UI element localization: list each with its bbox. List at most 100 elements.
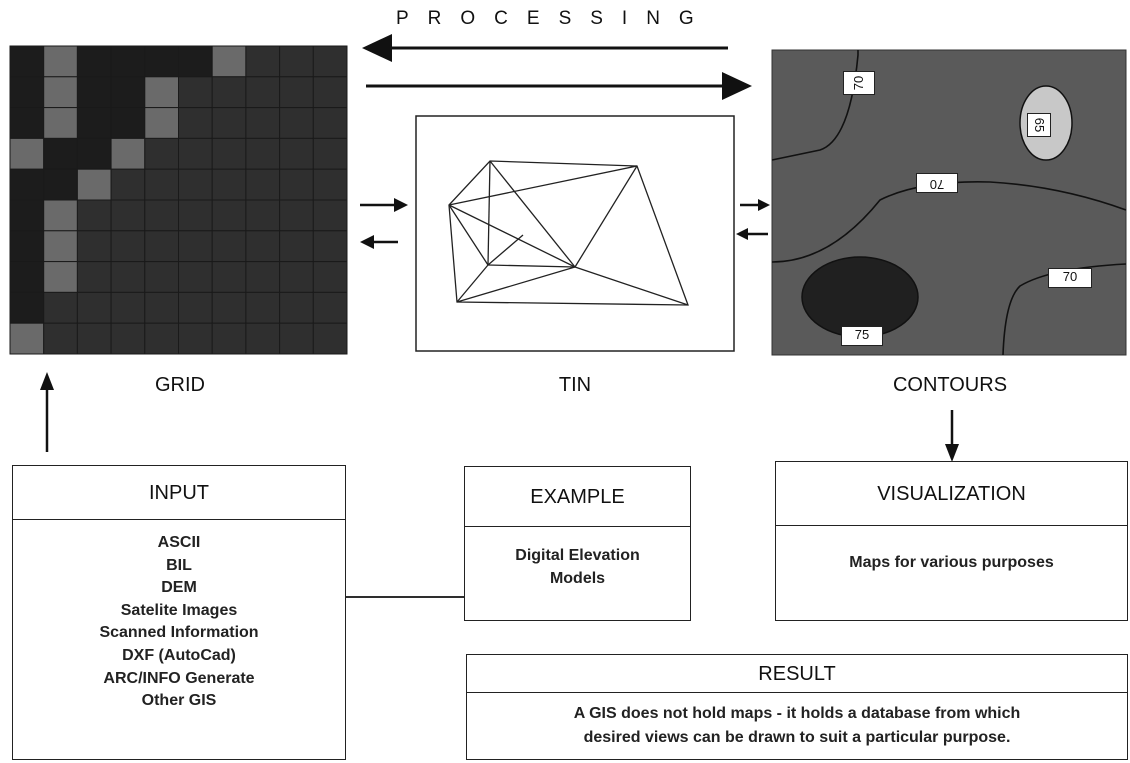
grid-cell [110, 322, 146, 355]
result-box: RESULT A GIS does not hold maps - it hol… [466, 654, 1128, 760]
grid-cell [211, 291, 247, 324]
grid-cell [178, 45, 213, 78]
grid-cell [245, 230, 281, 263]
example-text: Digital Elevation Models [465, 527, 690, 590]
grid-cell [43, 230, 78, 263]
tin-label: TIN [558, 374, 592, 396]
grid-cell [43, 76, 78, 109]
visualization-title: VISUALIZATION [776, 462, 1127, 526]
example-line: Models [549, 569, 606, 587]
grid-cell [279, 76, 314, 109]
contour-label-75: 75 [841, 326, 883, 346]
result-line: A GIS does not hold maps - it holds a da… [573, 705, 1021, 722]
grid-raster [9, 45, 348, 355]
contour-label-70-top: 70 [843, 71, 875, 95]
grid-cell [211, 168, 247, 201]
grid-cell [9, 76, 45, 109]
arrow-right-icon [722, 72, 752, 100]
input-item: ASCII [157, 534, 201, 551]
result-text: A GIS does not hold maps - it holds a da… [467, 693, 1127, 750]
grid-cell [178, 168, 213, 201]
grid-cell [279, 291, 314, 324]
grid-cell [144, 291, 180, 324]
grid-cell [43, 168, 78, 201]
grid-cell [279, 107, 314, 139]
grid-cell [9, 107, 45, 139]
grid-cell [211, 261, 247, 293]
grid-cell [178, 261, 213, 293]
grid-cell [144, 322, 180, 355]
grid-cell [245, 107, 281, 139]
grid-cell [144, 261, 180, 293]
grid-cell [211, 199, 247, 232]
grid-cell [312, 322, 348, 355]
grid-cell [9, 322, 45, 355]
arrow-down-icon [945, 444, 959, 462]
grid-cell [43, 261, 78, 293]
grid-cell [312, 107, 348, 139]
grid-cell [312, 45, 348, 78]
example-title: EXAMPLE [465, 467, 690, 527]
grid-cell [76, 261, 112, 293]
input-item: Scanned Information [99, 624, 259, 642]
grid-cell [178, 137, 213, 170]
grid-cell [144, 168, 180, 201]
grid-cell [76, 291, 112, 324]
visualization-box: VISUALIZATION Maps for various purposes [775, 461, 1128, 621]
grid-cell [178, 230, 213, 263]
grid-cell [245, 199, 281, 232]
arrow-left-icon [362, 34, 392, 62]
grid-cell [245, 137, 281, 170]
grid-cell [76, 199, 112, 232]
grid-cell [144, 45, 180, 78]
grid-cell [110, 137, 146, 170]
grid-cell [76, 76, 112, 109]
processing-label: PROCESSING [396, 8, 713, 29]
grid-cell [279, 230, 314, 263]
grid-tin-arrows [360, 198, 408, 249]
result-title: RESULT [467, 655, 1127, 693]
grid-cell [76, 107, 112, 139]
grid-cell [245, 291, 281, 324]
grid-cell [110, 45, 146, 78]
grid-cell [279, 168, 314, 201]
grid-cell [110, 261, 146, 293]
grid-cell [211, 45, 247, 78]
grid-cell [312, 261, 348, 293]
grid-cell [178, 199, 213, 232]
grid-cell [245, 76, 281, 109]
grid-cell [76, 45, 112, 78]
arrow-left-icon [360, 235, 374, 249]
grid-cell [144, 230, 180, 263]
grid-label: GRID [155, 374, 205, 396]
contour-label-70-right: 70 [1048, 268, 1092, 288]
grid-cell [43, 322, 78, 355]
result-line: desired views can be drawn to suit a par… [583, 729, 1011, 746]
grid-cell [245, 168, 281, 201]
arrow-left-icon [736, 228, 748, 240]
example-line: Digital Elevation [515, 547, 640, 564]
grid-cell [144, 107, 180, 139]
grid-cell [43, 199, 78, 232]
grid-cell [110, 76, 146, 109]
grid-cell [144, 137, 180, 170]
input-item: DEM [161, 579, 197, 597]
grid-cell [43, 45, 78, 78]
grid-cell [76, 168, 112, 201]
grid-cell [110, 168, 146, 201]
grid-cell [312, 291, 348, 324]
example-box: EXAMPLE Digital Elevation Models [464, 466, 691, 621]
grid-cell [9, 230, 45, 263]
input-item: BIL [166, 556, 192, 574]
grid-cell [279, 45, 314, 78]
grid-cell [312, 137, 348, 170]
arrow-right-icon [758, 199, 770, 211]
grid-cell [312, 230, 348, 263]
grid-cell [110, 291, 146, 324]
grid-cell [279, 137, 314, 170]
input-item: DXF (AutoCad) [122, 646, 236, 664]
grid-cell [312, 76, 348, 109]
grid-cell [9, 168, 45, 201]
input-list: ASCII BIL DEM Satelite Images Scanned In… [13, 520, 345, 713]
